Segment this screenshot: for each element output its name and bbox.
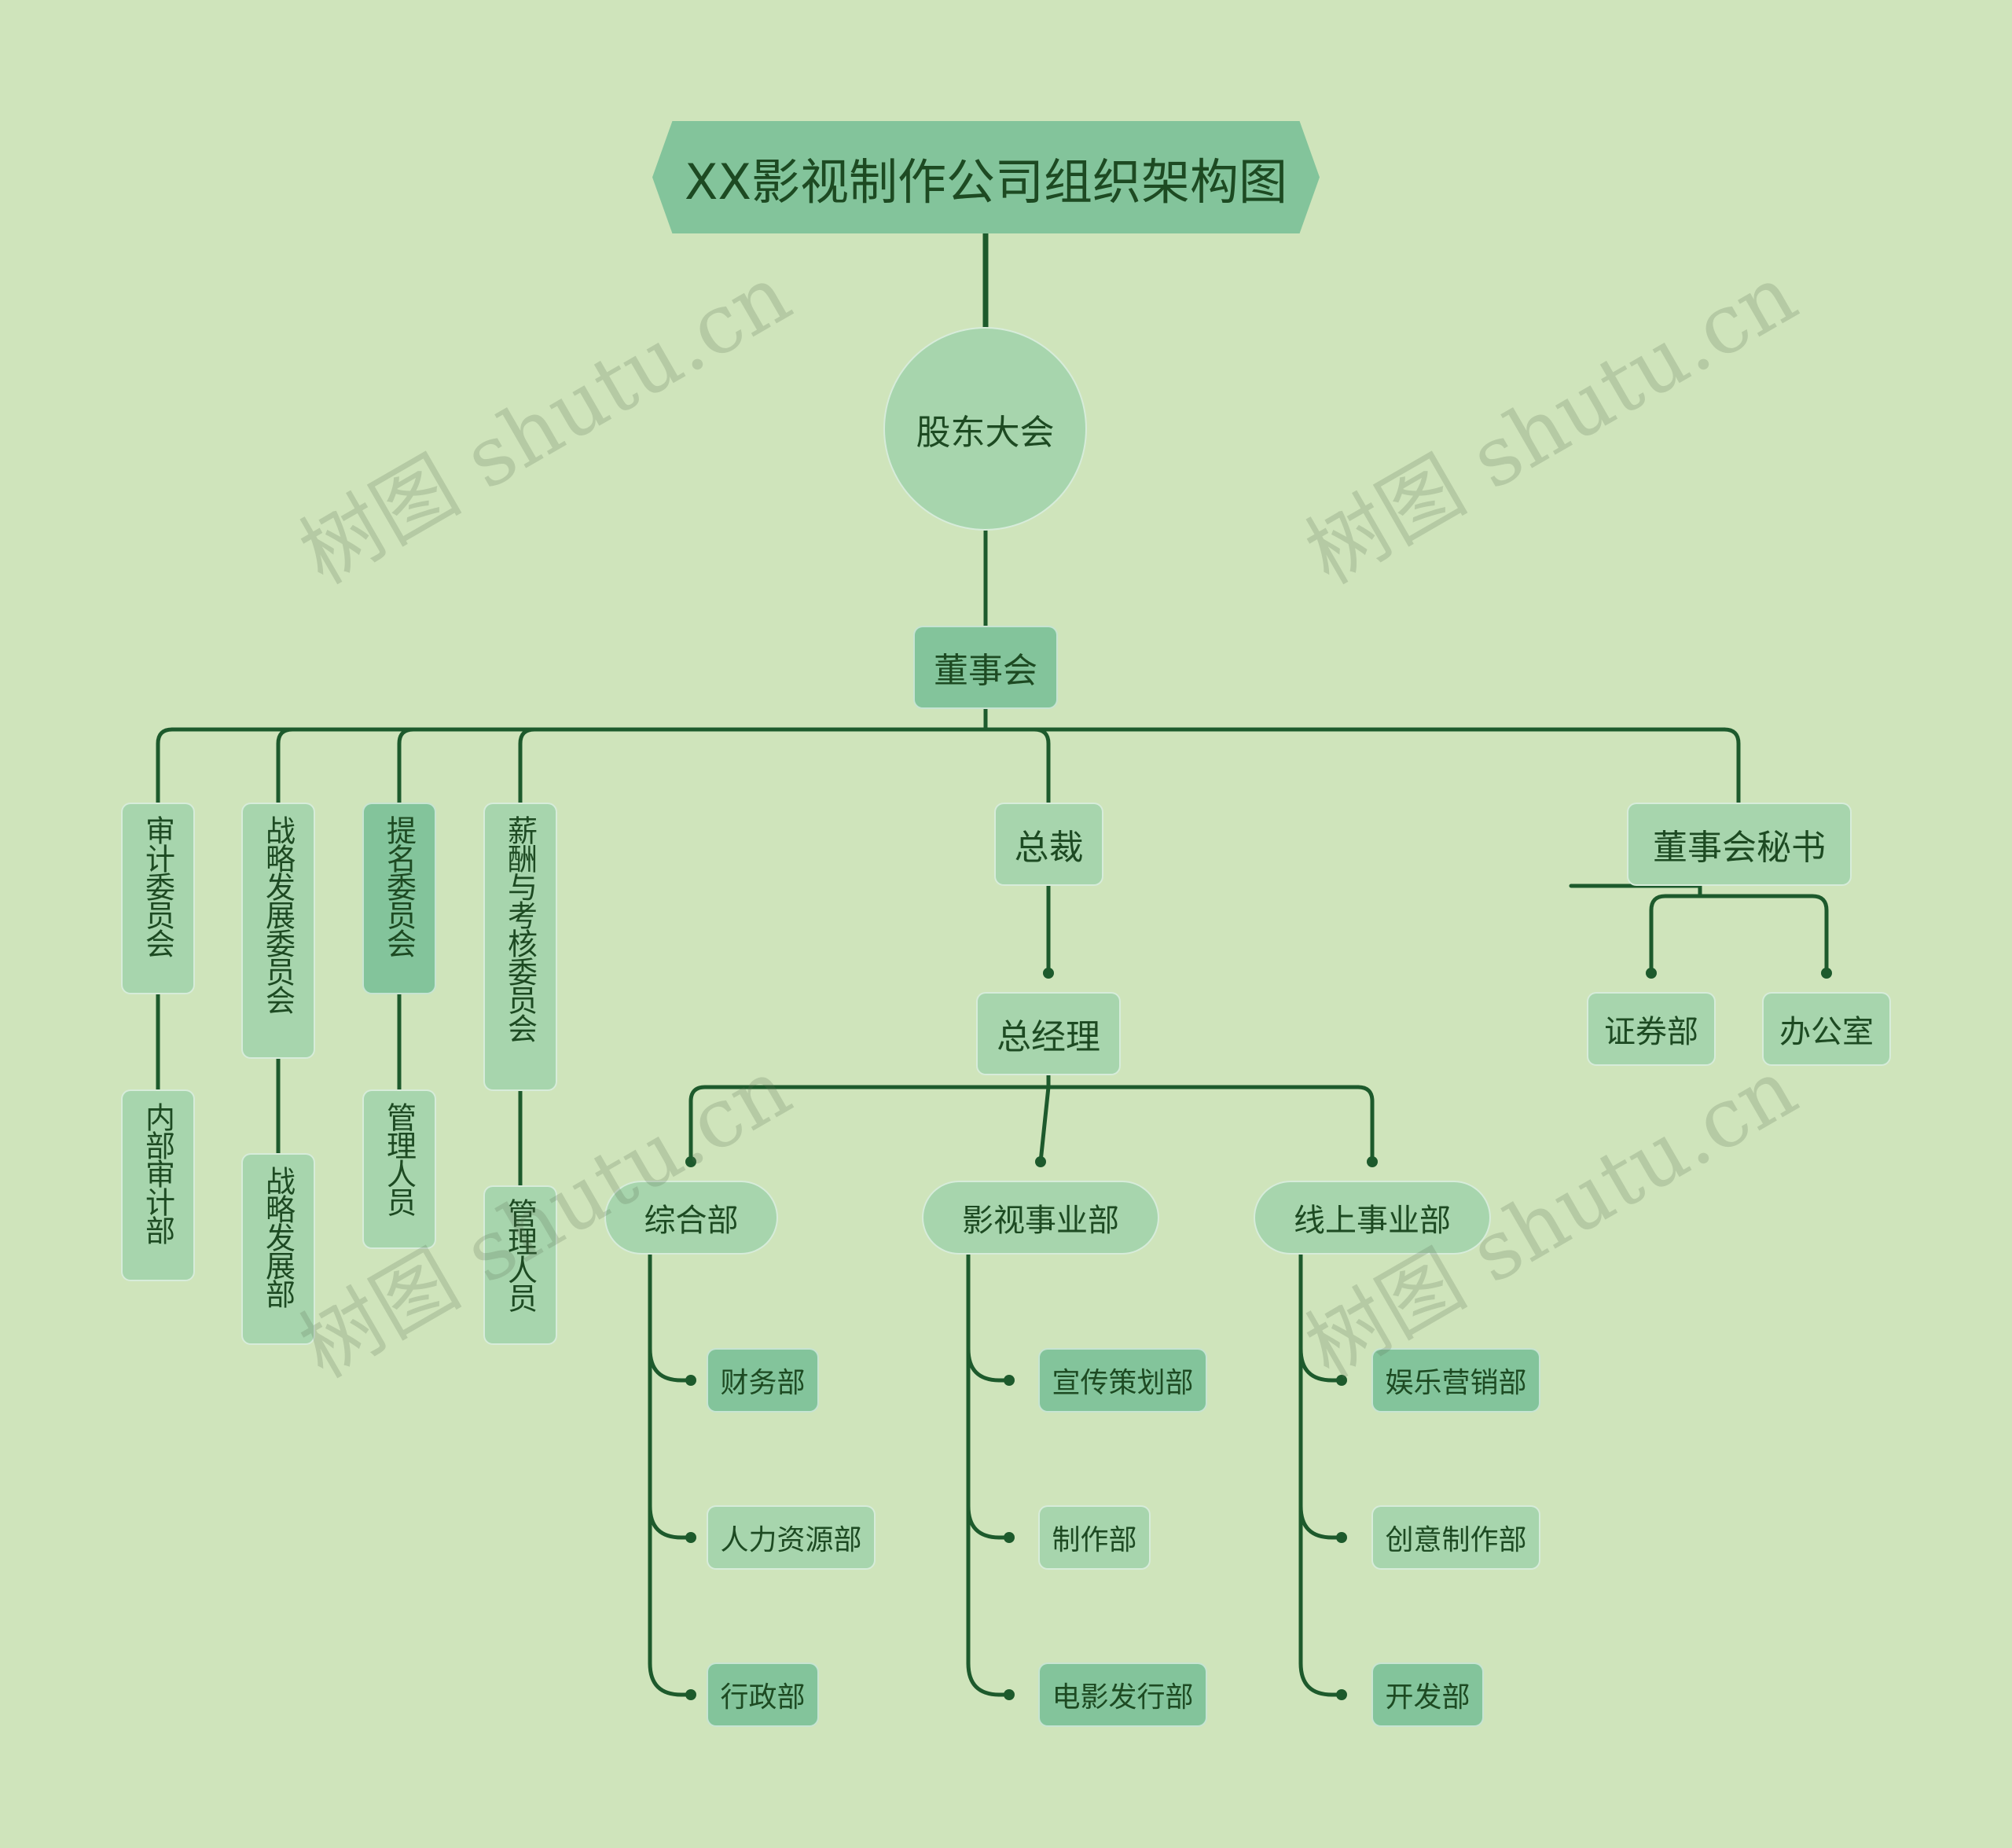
connector-board-branch	[1032, 727, 1051, 805]
node-internal-audit-dept[interactable]: 内部审计部	[121, 1089, 195, 1281]
connector-dot	[1646, 968, 1657, 979]
connector-division-child	[648, 1661, 693, 1697]
node-board-of-directors[interactable]: 董事会	[913, 626, 1058, 709]
connector-division-child	[648, 1347, 693, 1383]
connector-board-branch	[276, 727, 295, 805]
connector-board-branch	[156, 727, 174, 805]
connector-dot	[1821, 968, 1832, 979]
node-office[interactable]: 办公室	[1762, 992, 1891, 1066]
node-nomination-staff[interactable]: 管理人员	[362, 1089, 436, 1249]
connector-division-child	[966, 1347, 1012, 1383]
connector-division-child	[648, 1504, 693, 1540]
connector-dot	[1035, 1156, 1046, 1167]
connector-board-branch	[1722, 727, 1741, 805]
connector-division-child	[966, 1661, 1012, 1697]
node-president[interactable]: 总裁	[994, 803, 1103, 886]
connector-dot	[685, 1375, 696, 1386]
node-admin-dept[interactable]: 行政部	[707, 1662, 819, 1727]
node-compensation-staff[interactable]: 管理人员	[483, 1185, 557, 1345]
connector-division-child	[966, 1504, 1012, 1540]
connector-division-child	[1298, 1661, 1344, 1697]
node-strategy-dept[interactable]: 战略发展部	[241, 1153, 315, 1345]
node-promotion-dept[interactable]: 宣传策划部	[1038, 1348, 1207, 1413]
connector-secretary-branch	[1649, 894, 1702, 975]
node-securities-dept[interactable]: 证券部	[1587, 992, 1716, 1066]
node-general-dept[interactable]: 综合部	[604, 1181, 778, 1255]
node-audit-committee[interactable]: 审计委员会	[121, 803, 195, 994]
connector-dot	[1004, 1375, 1015, 1386]
connector-dot	[1336, 1689, 1347, 1700]
chart-title[interactable]: XX影视制作公司组织架构图	[652, 121, 1320, 233]
connector-board-branch	[518, 727, 537, 805]
node-shareholders-meeting[interactable]: 股东大会	[883, 327, 1087, 531]
connector-gm-division	[1356, 1085, 1375, 1164]
node-online-division[interactable]: 线上事业部	[1254, 1181, 1491, 1255]
node-marketing-dept[interactable]: 娱乐营销部	[1371, 1348, 1540, 1413]
connector-dot	[685, 1689, 696, 1700]
node-hr-dept[interactable]: 人力资源部	[707, 1505, 876, 1570]
node-board-secretary[interactable]: 董事会秘书	[1627, 803, 1852, 886]
connector-gm-division	[688, 1085, 707, 1164]
connector-dot	[1336, 1532, 1347, 1543]
node-nomination-committee[interactable]: 提名委员会	[362, 803, 436, 994]
node-finance-dept[interactable]: 财务部	[707, 1348, 819, 1413]
connector-division-child	[1298, 1504, 1344, 1540]
node-production-dept[interactable]: 制作部	[1038, 1505, 1151, 1570]
connector-division-child	[1298, 1347, 1344, 1383]
connector-dot	[1336, 1375, 1347, 1386]
connector-dot	[1004, 1689, 1015, 1700]
node-compensation-committee[interactable]: 薪酬与考核委员会	[483, 803, 557, 1091]
node-creative-dept[interactable]: 创意制作部	[1371, 1505, 1540, 1570]
connector-dot	[685, 1532, 696, 1543]
connector-dot	[1367, 1156, 1378, 1167]
connector-board-branch	[397, 727, 416, 805]
connector-dot	[1004, 1532, 1015, 1543]
node-development-dept[interactable]: 开发部	[1371, 1662, 1484, 1727]
connector-gm-division	[1038, 1085, 1051, 1164]
node-film-division[interactable]: 影视事业部	[922, 1181, 1159, 1255]
connector-dot	[685, 1156, 696, 1167]
node-general-manager[interactable]: 总经理	[976, 992, 1121, 1075]
connector-dot	[1043, 968, 1054, 979]
node-distribution-dept[interactable]: 电影发行部	[1038, 1662, 1207, 1727]
node-strategy-committee[interactable]: 战略发展委员会	[241, 803, 315, 1059]
connector-secretary-branch	[1698, 894, 1829, 975]
